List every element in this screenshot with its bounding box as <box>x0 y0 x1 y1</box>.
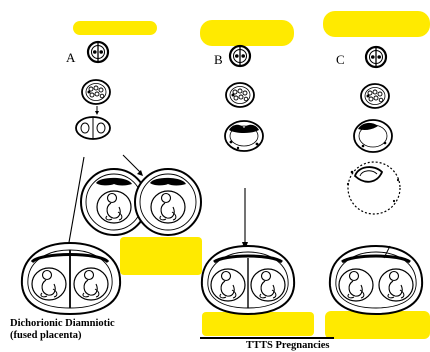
blastocyst-c <box>354 120 392 152</box>
morula-c <box>361 84 389 108</box>
two-sacs-a <box>81 169 201 235</box>
two-embryos-a <box>76 106 110 139</box>
caption-line-2: (fused placenta) <box>10 330 115 342</box>
zygote-a <box>88 42 108 62</box>
zygote-c <box>366 47 386 67</box>
column-label-b: B <box>214 52 223 68</box>
caption-line-1: Dichorionic Diamniotic <box>10 318 115 330</box>
column-label-a: A <box>66 50 75 66</box>
monochorionic-monoamniotic-c <box>330 246 422 314</box>
column-label-c: C <box>336 52 345 68</box>
morula-b <box>226 83 254 107</box>
shared-placenta-b <box>202 246 294 314</box>
single-sac-c <box>347 162 400 214</box>
caption-dichorionic: Dichorionic Diamniotic (fused placenta) <box>10 318 115 342</box>
zygote-b <box>230 46 250 66</box>
caption-ttts: TTTS Pregnancies <box>246 340 330 352</box>
morula-a <box>82 80 110 104</box>
fused-placenta-a <box>22 243 120 314</box>
blastocyst-b <box>225 121 263 151</box>
